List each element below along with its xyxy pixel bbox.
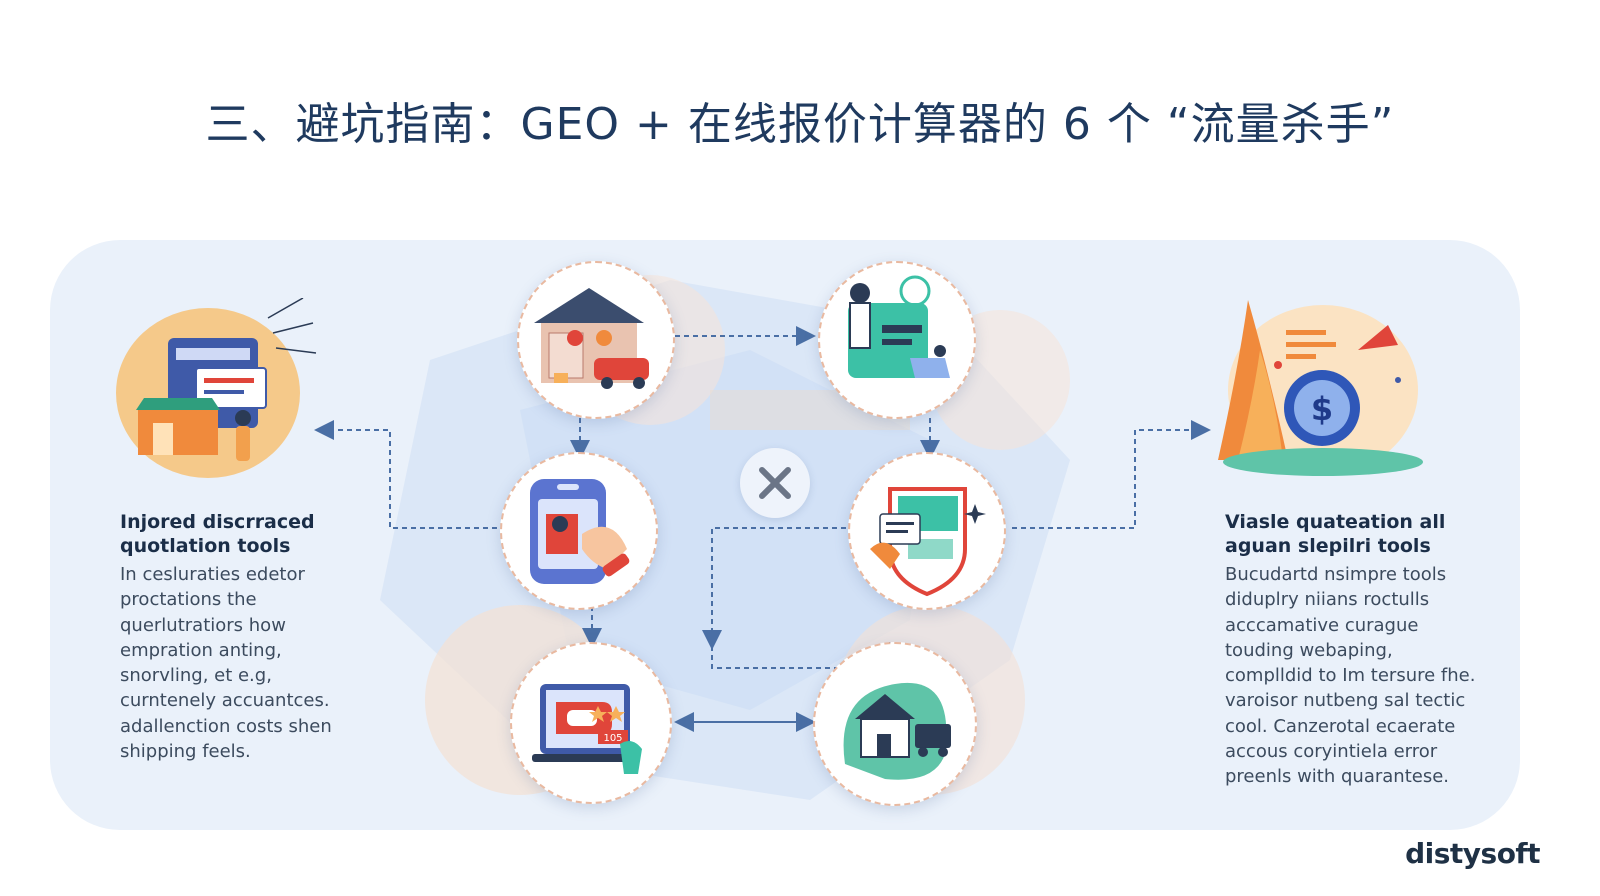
x-close-icon bbox=[759, 467, 791, 499]
node-calculator: 105 bbox=[510, 642, 672, 804]
node-warehouse bbox=[517, 261, 675, 419]
node-house bbox=[813, 642, 977, 806]
right-body-line: diduplry niians roctulls bbox=[1225, 589, 1430, 611]
left-description-body: In cesluraties edetor proctations the qu… bbox=[120, 562, 380, 764]
money-bag-icon: $ bbox=[1218, 300, 1423, 476]
document-shield-icon bbox=[870, 487, 986, 597]
right-body-line: complldid to Im tersure fhe. bbox=[1225, 665, 1476, 687]
left-description-title: Injored discrraced quotlation tools bbox=[120, 511, 315, 557]
money-illustration: $ bbox=[1198, 290, 1428, 485]
right-description-body: Bucudartd nsimpre tools diduplry niians … bbox=[1225, 562, 1495, 790]
right-body-line: Bucudartd nsimpre tools bbox=[1225, 564, 1447, 585]
left-body-line: proctations the bbox=[120, 589, 257, 611]
right-body-line: cool. Canzerotal ecaerate bbox=[1225, 715, 1456, 737]
rating-badge: 105 bbox=[603, 733, 622, 744]
left-body-line: adallenction costs shen bbox=[120, 715, 332, 737]
house-delivery-icon bbox=[843, 682, 951, 780]
brand-logo: distysoft bbox=[1405, 837, 1540, 870]
store-illustration bbox=[108, 297, 318, 483]
right-description-title: Viasle quateation all aguan slepilri too… bbox=[1225, 511, 1446, 557]
node-phone bbox=[500, 452, 658, 610]
svg-text:$: $ bbox=[1311, 390, 1333, 428]
left-body-line: snorvling, et e.g, bbox=[120, 665, 272, 687]
laptop-rating-icon: 105 bbox=[532, 684, 642, 774]
right-body-line: touding webaping, bbox=[1225, 639, 1393, 661]
left-body-line: In cesluraties edetor bbox=[120, 564, 305, 585]
warehouse-truck-icon bbox=[534, 288, 649, 389]
left-description: Injored discrraced quotlation tools In c… bbox=[120, 510, 380, 764]
right-body-line: preenls with quarantese. bbox=[1225, 766, 1450, 788]
page-title: 三、避坑指南：GEO + 在线报价计算器的 6 个 “流量杀手” bbox=[205, 99, 1395, 150]
right-body-line: acccamative curague bbox=[1225, 614, 1419, 636]
node-document bbox=[848, 452, 1006, 610]
left-body-line: shipping feels. bbox=[120, 741, 251, 763]
store-icon bbox=[116, 297, 317, 478]
left-body-line: curntenely accuantces. bbox=[120, 690, 330, 712]
right-body-line: accous coryintiela error bbox=[1225, 741, 1438, 763]
left-body-line: empration anting, bbox=[120, 639, 282, 661]
right-body-line: varoisor nutbeng sal tectic bbox=[1225, 690, 1466, 712]
mobile-phone-icon bbox=[530, 479, 630, 584]
left-body-line: querlutratiors how bbox=[120, 614, 286, 636]
customer-support-icon bbox=[848, 275, 950, 378]
node-support bbox=[818, 261, 976, 419]
center-mark bbox=[740, 448, 810, 518]
right-description: Viasle quateation all aguan slepilri too… bbox=[1225, 510, 1495, 790]
